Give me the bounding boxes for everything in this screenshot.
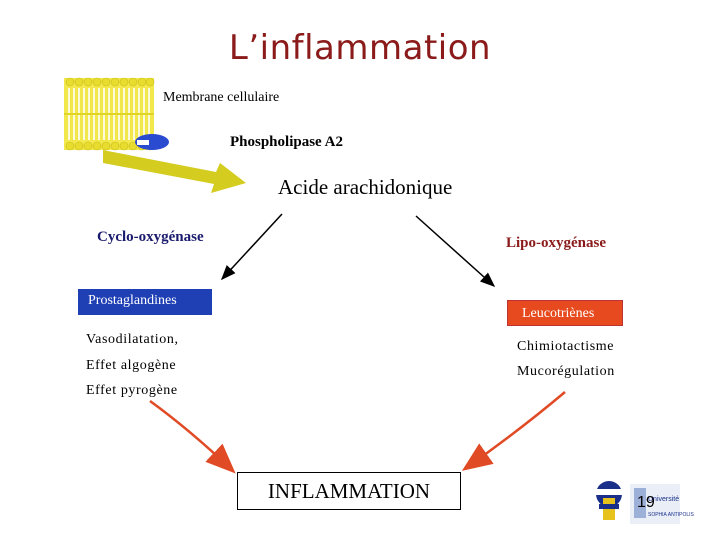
effect-algogene: Effet algogène <box>86 358 177 373</box>
red-arrow-left <box>149 399 236 474</box>
effect-mucoregulation: Mucorégulation <box>517 364 615 379</box>
enzyme-icon <box>135 134 169 150</box>
membrane-bilayer-icon <box>64 77 155 151</box>
arrow-to-leucotrienes <box>415 215 496 288</box>
arrow-to-prostaglandines <box>220 213 283 281</box>
prostaglandines-box: Prostaglandines <box>78 289 212 315</box>
inflammation-box: INFLAMMATION <box>237 472 461 510</box>
membrane-label: Membrane cellulaire <box>163 90 280 105</box>
cyclo-oxygenase-label: Cyclo-oxygénase <box>97 229 204 245</box>
effect-vasodilatation: Vasodilatation, <box>86 332 179 347</box>
page-title: L’inflammation <box>228 28 492 68</box>
acide-arachidonique-label: Acide arachidonique <box>278 175 453 199</box>
big-yellow-arrow <box>103 150 246 193</box>
page-number: 19 <box>637 494 655 511</box>
effect-pyrogene: Effet pyrogène <box>86 383 178 398</box>
svg-text:SOPHIA ANTIPOLIS: SOPHIA ANTIPOLIS <box>648 512 695 518</box>
phospholipase-label: Phospholipase A2 <box>230 134 343 150</box>
university-logo: Université SOPHIA ANTIPOLIS <box>596 481 695 524</box>
leucotrienes-box: Leucotriènes <box>507 300 623 326</box>
red-arrow-right <box>461 391 566 471</box>
lipo-oxygenase-label: Lipo-oxygénase <box>506 235 607 251</box>
effect-chimiotactisme: Chimiotactisme <box>517 339 615 354</box>
svg-text:Université: Université <box>648 496 679 503</box>
